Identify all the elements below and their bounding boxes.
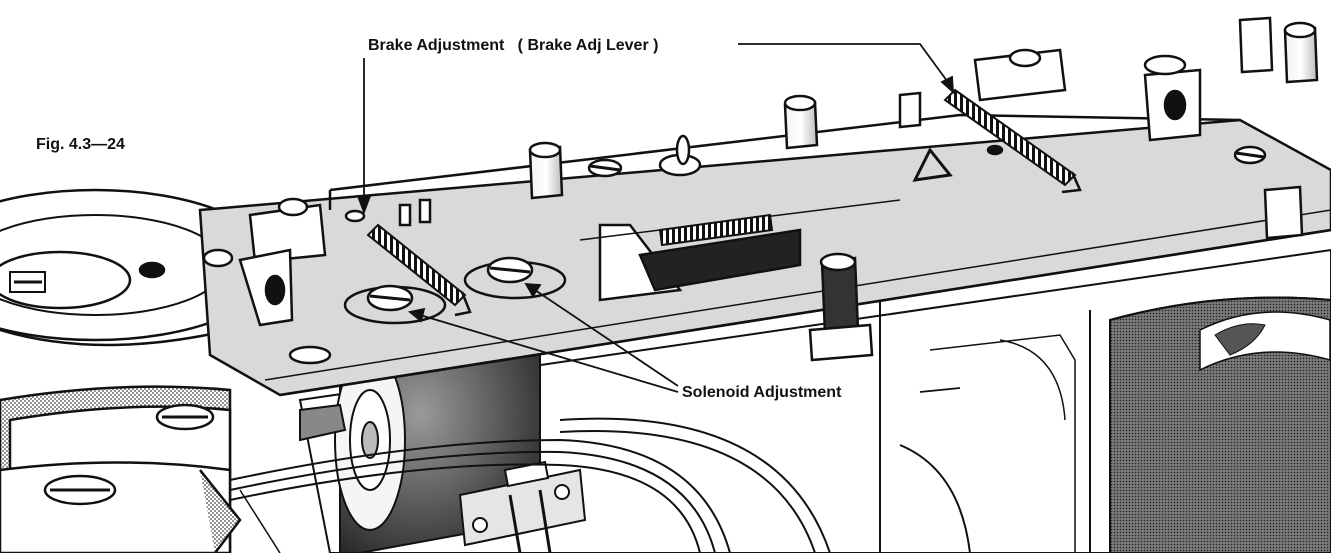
solenoid-adjustment-callout: Solenoid Adjustment	[682, 384, 842, 401]
solenoid-spring	[658, 213, 774, 247]
brake-spring-right	[943, 88, 1082, 194]
figure-number: Fig. 4.3—24	[36, 136, 125, 153]
brake-adj-lever-right	[898, 48, 1202, 182]
wire-bundle	[229, 417, 971, 554]
terminal-block	[458, 460, 587, 554]
plate-screws	[288, 134, 1267, 365]
brake-plate	[198, 113, 1331, 397]
lower-drum-left	[0, 385, 281, 555]
standoff-posts	[528, 16, 1319, 362]
solenoid-adjustment-screws	[343, 256, 567, 325]
brake-adj-lever-left	[202, 197, 432, 327]
brake-adjustment-callout: Brake Adjustment ( Brake Adj Lever )	[368, 37, 659, 54]
motor-drum-right	[1109, 296, 1331, 554]
brake-spring-left	[366, 223, 472, 317]
callout-leader-lines	[356, 43, 961, 393]
